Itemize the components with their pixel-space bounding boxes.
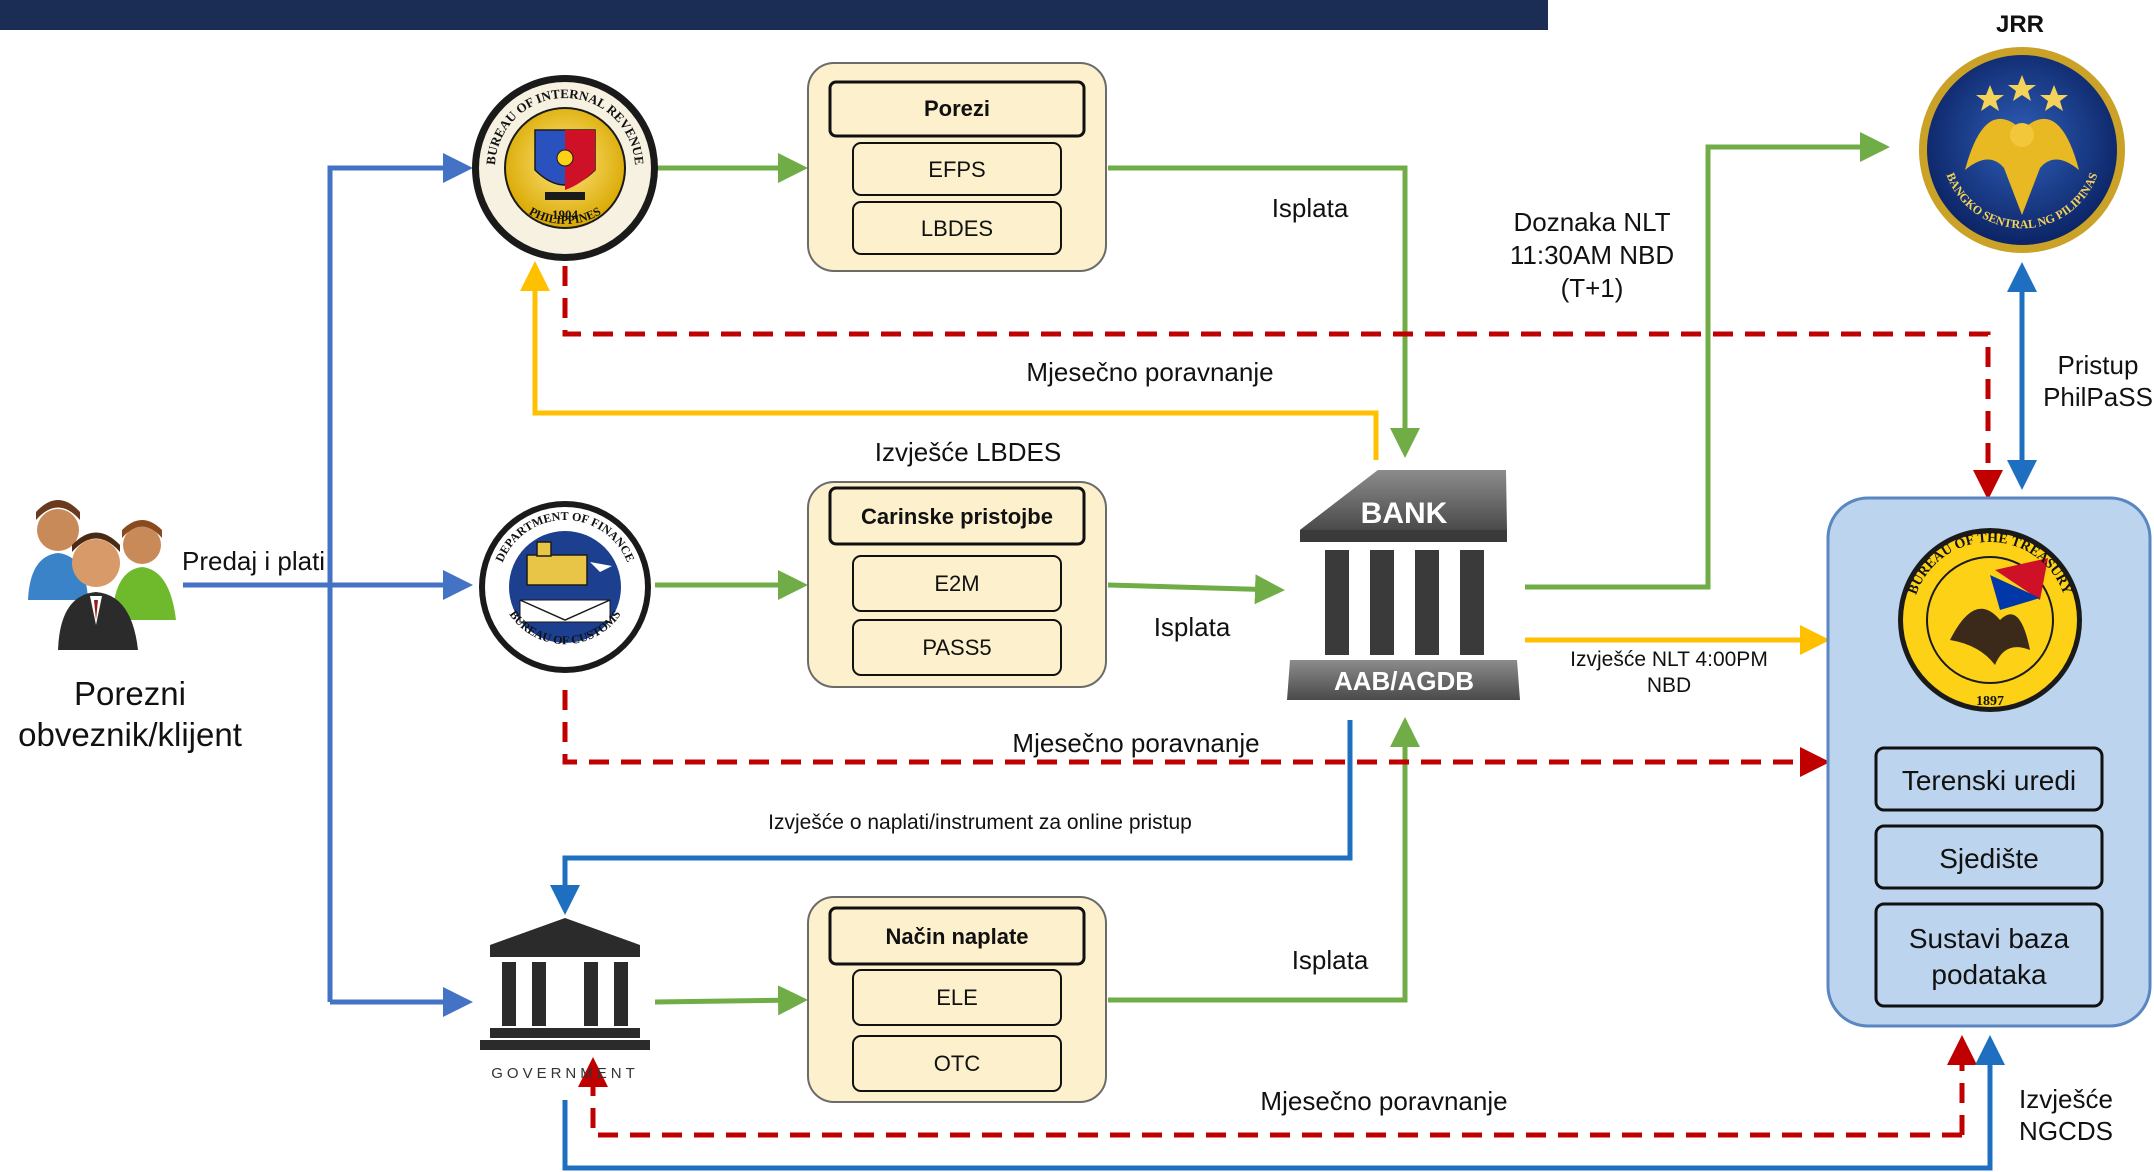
ngcds-line2: NGCDS [2019, 1116, 2113, 1146]
box-carinske-title: Carinske pristojbe [861, 504, 1053, 529]
bir-seal-icon: 1904 BUREAU OF INTERNAL REVENUE PHILIPPI… [472, 75, 658, 261]
isplata-label-1: Isplata [1272, 193, 1349, 223]
doznaka-line2: 11:30AM NBD [1510, 240, 1674, 270]
mjesecno-label-2: Mjesečno poravnanje [1012, 728, 1259, 758]
treasury-item-sustavi[interactable] [1874, 902, 2104, 1008]
izvjesce-nlt-line2: NBD [1647, 674, 1691, 697]
box-porezi-item-lbdes[interactable] [852, 201, 1062, 255]
bir-year: 1904 [552, 207, 579, 222]
mjesecno-label-1: Mjesečno poravnanje [1026, 357, 1273, 387]
box-carinske-item-pass5-label: PASS5 [922, 635, 991, 660]
taxpayer-line2: obveznik/klijent [18, 716, 242, 753]
bsp-seal-icon: BANGKO SENTRAL NG PILIPINAS [1919, 47, 2125, 253]
box-porezi-title: Porezi [924, 96, 990, 121]
bank-top-label: BANK [1361, 497, 1448, 530]
taxpayer-line1: Porezni [74, 675, 186, 712]
treasury-item-sjediste-label: Sjedište [1939, 843, 2039, 874]
mjesecno-label-3: Mjesečno poravnanje [1260, 1086, 1507, 1116]
treasury-item-terenski-label: Terenski uredi [1902, 765, 2076, 796]
box-nacin-item-ele[interactable] [852, 969, 1062, 1026]
isplata-label-2: Isplata [1154, 612, 1231, 642]
jrr-label: JRR [1996, 11, 2044, 38]
ngcds-line1: Izvješće [2019, 1084, 2113, 1114]
box-porezi-item-efps[interactable] [852, 142, 1062, 196]
box-porezi: Porezi EFPS LBDES [807, 62, 1107, 272]
box-nacin-title: Način naplate [885, 924, 1028, 949]
treasury-item-sjediste[interactable] [1874, 824, 2104, 890]
treasury-seal-icon: BUREAU OF THE TREASURY 1897 [1898, 528, 2082, 712]
customs-seal-icon: DEPARTMENT OF FINANCE BUREAU OF CUSTOMS [479, 501, 651, 673]
bank-building-icon: BANK AAB/AGDB [1287, 470, 1520, 700]
pristup-line1: Pristup [2058, 350, 2139, 380]
izvjesce-lbdes-label: Izvješće LBDES [875, 437, 1061, 467]
doznaka-line1: Doznaka NLT [1513, 207, 1670, 237]
izvjesce-nlt-line1: Izvješće NLT 4:00PM [1570, 648, 1768, 671]
izvjesce-naplati-label: Izvješće o naplati/instrument za online … [768, 811, 1192, 834]
predaj-i-plati-label: Predaj i plati [182, 546, 325, 576]
dark-blue-arrows [550, 262, 2037, 1171]
box-porezi-item-efps-label: EFPS [928, 157, 985, 182]
box-nacin-item-otc-label: OTC [934, 1051, 981, 1076]
treasury-item-sustavi-line1: Sustavi baza [1909, 923, 2070, 954]
treasury-item-sustavi-line2: podataka [1931, 959, 2047, 990]
isplata-label-3: Isplata [1292, 945, 1369, 975]
bank-bottom-label: AAB/AGDB [1334, 666, 1474, 696]
box-carinske-item-e2m-label: E2M [934, 571, 979, 596]
green-flow-arrows [650, 132, 1890, 1016]
header-bar [0, 0, 1548, 30]
doznaka-line3: (T+1) [1561, 273, 1624, 303]
treasury-item-terenski-uredi[interactable] [1874, 746, 2104, 812]
government-building-icon [480, 918, 650, 1050]
blue-taxpayer-arrows [183, 153, 473, 1017]
box-carinske-item-pass5[interactable] [852, 619, 1062, 676]
people-icon [28, 500, 176, 650]
treasury-year: 1897 [1976, 694, 2004, 709]
box-carinske-item-e2m[interactable] [852, 555, 1062, 612]
box-carinske: Carinske pristojbe E2M PASS5 [807, 481, 1107, 688]
box-nacin-item-ele-label: ELE [936, 985, 978, 1010]
box-nacin-item-otc[interactable] [852, 1035, 1062, 1092]
treasury-panel: BUREAU OF THE TREASURY 1897 Terenski ure… [1826, 496, 2152, 1028]
red-dashed-arrows [562, 266, 2003, 1138]
box-porezi-item-lbdes-label: LBDES [921, 216, 993, 241]
box-nacin-naplate: Način naplate ELE OTC [807, 896, 1107, 1103]
pristup-line2: PhilPaSS [2043, 382, 2153, 412]
government-label: GOVERNMENT [491, 1065, 639, 1082]
yellow-arrows [520, 261, 1830, 655]
